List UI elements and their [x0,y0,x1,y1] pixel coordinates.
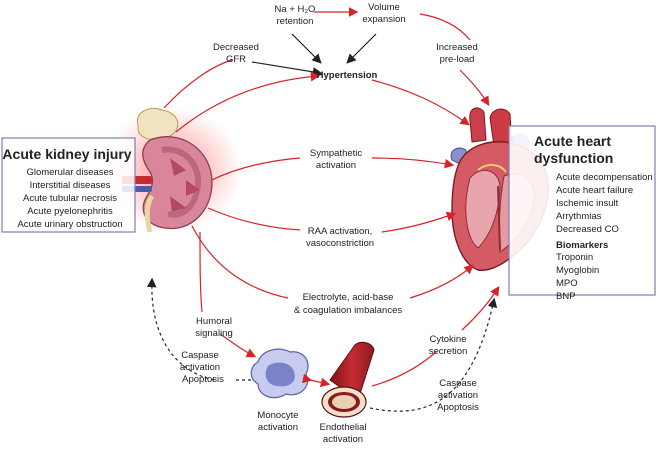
label-preload: pre-load [440,54,475,65]
kidney-item: Interstitial diseases [30,180,111,191]
arrow-caspase-left [146,277,215,381]
biomarker-item: Troponin [556,252,593,263]
label-electrolyte: Electrolyte, acid-base [303,292,394,303]
biomarker-item: BNP [556,291,576,302]
label-caspase-left: activation [180,362,220,373]
heart-item: Ischemic insult [556,198,619,209]
biomarker-items: Troponin Myoglobin MPO BNP [556,252,599,302]
heart-item: Acute decompensation [556,172,653,183]
heart-box-title: Acute heart [534,133,611,149]
label-volume: Volume [368,2,400,13]
arrow-raa-to-heart [381,211,457,233]
label-volume: expansion [362,14,405,25]
kidney-item: Acute pyelonephritis [27,206,113,217]
label-caspase-left: Apoptosis [182,374,224,385]
arrow-electrolyte-to-heart [409,264,474,299]
label-retention: Na + H₂O [275,4,316,15]
heart-box-items: Acute decompensation Acute heart failure… [556,172,653,235]
label-caspase-right: Caspase [439,378,477,389]
label-gfr: Decreased [213,42,259,53]
kidney-item: Acute urinary obstruction [17,219,122,230]
blood-vessel-illustration [321,341,375,418]
label-raa: vasoconstriction [306,238,374,249]
biomarkers-title: Biomarkers [556,240,608,251]
arrow-preload-to-heart [459,69,490,107]
arrow-volume-to-hypertension [346,33,377,64]
label-humoral: signaling [195,328,233,339]
label-endothelial: Endothelial [319,422,366,433]
biomarker-item: MPO [556,278,578,289]
biomarker-item: Myoglobin [556,265,599,276]
arrow-retention-to-hypertension [291,33,322,64]
arrow-humoral-to-monocyte [219,333,257,358]
label-sympathetic: activation [316,160,356,171]
label-humoral: Humoral [196,316,232,327]
label-hypertension: Hypertension [317,70,378,81]
label-raa: RAA activation, [308,226,372,237]
label-sympathetic: Sympathetic [310,148,363,159]
label-preload: Increased [436,42,478,53]
kidney-illustration [102,107,242,233]
label-gfr: GFR [226,54,246,65]
heart-box [508,125,656,296]
arrow-kidney-to-hypertension [175,71,321,133]
arrow-sympathetic [211,157,301,181]
label-monocyte: activation [258,422,298,433]
label-monocyte: Monocyte [257,410,298,421]
label-electrolyte: & coagulation imbalances [294,305,403,316]
arrow-gfr-to-hypertension [251,61,323,77]
arrows [146,7,500,412]
label-retention: retention [277,16,314,27]
heart-item: Arrythmias [556,211,602,222]
arrow-endothelial-to-cytokine [371,351,437,387]
label-caspase-left: Caspase [181,350,219,361]
arrow-cytokine-to-heart [461,285,500,331]
label-cytokine: secretion [429,346,468,357]
arrow-volume-to-preload [419,13,471,41]
heart-item: Acute heart failure [556,185,633,196]
monocyte-illustration [250,348,309,399]
arrow-kidney-to-gfr [163,59,233,109]
arrow-electrolyte [191,225,289,299]
kidney-item: Acute tubular necrosis [23,193,117,204]
kidney-box [1,137,136,233]
arrow-hypertension-to-heart [371,79,470,126]
arrow-monocyte-endothelial [301,373,331,388]
arrow-caspase-right [369,297,498,412]
arrow-sympathetic-to-heart [371,157,455,169]
arrow-raa [207,207,301,231]
arrow-kidney-to-humoral [199,231,203,313]
label-cytokine: Cytokine [430,334,467,345]
heart-box-title: dysfunction [534,150,613,166]
label-caspase-right: Apoptosis [437,402,479,413]
kidney-item: Glomerular diseases [26,167,113,178]
kidney-box-items: Glomerular diseases Interstitial disease… [17,167,122,230]
label-caspase-right: activation [438,390,478,401]
kidney-box-title: Acute kidney injury [2,146,131,162]
label-endothelial: activation [323,434,363,445]
heart-item: Decreased CO [556,224,619,235]
